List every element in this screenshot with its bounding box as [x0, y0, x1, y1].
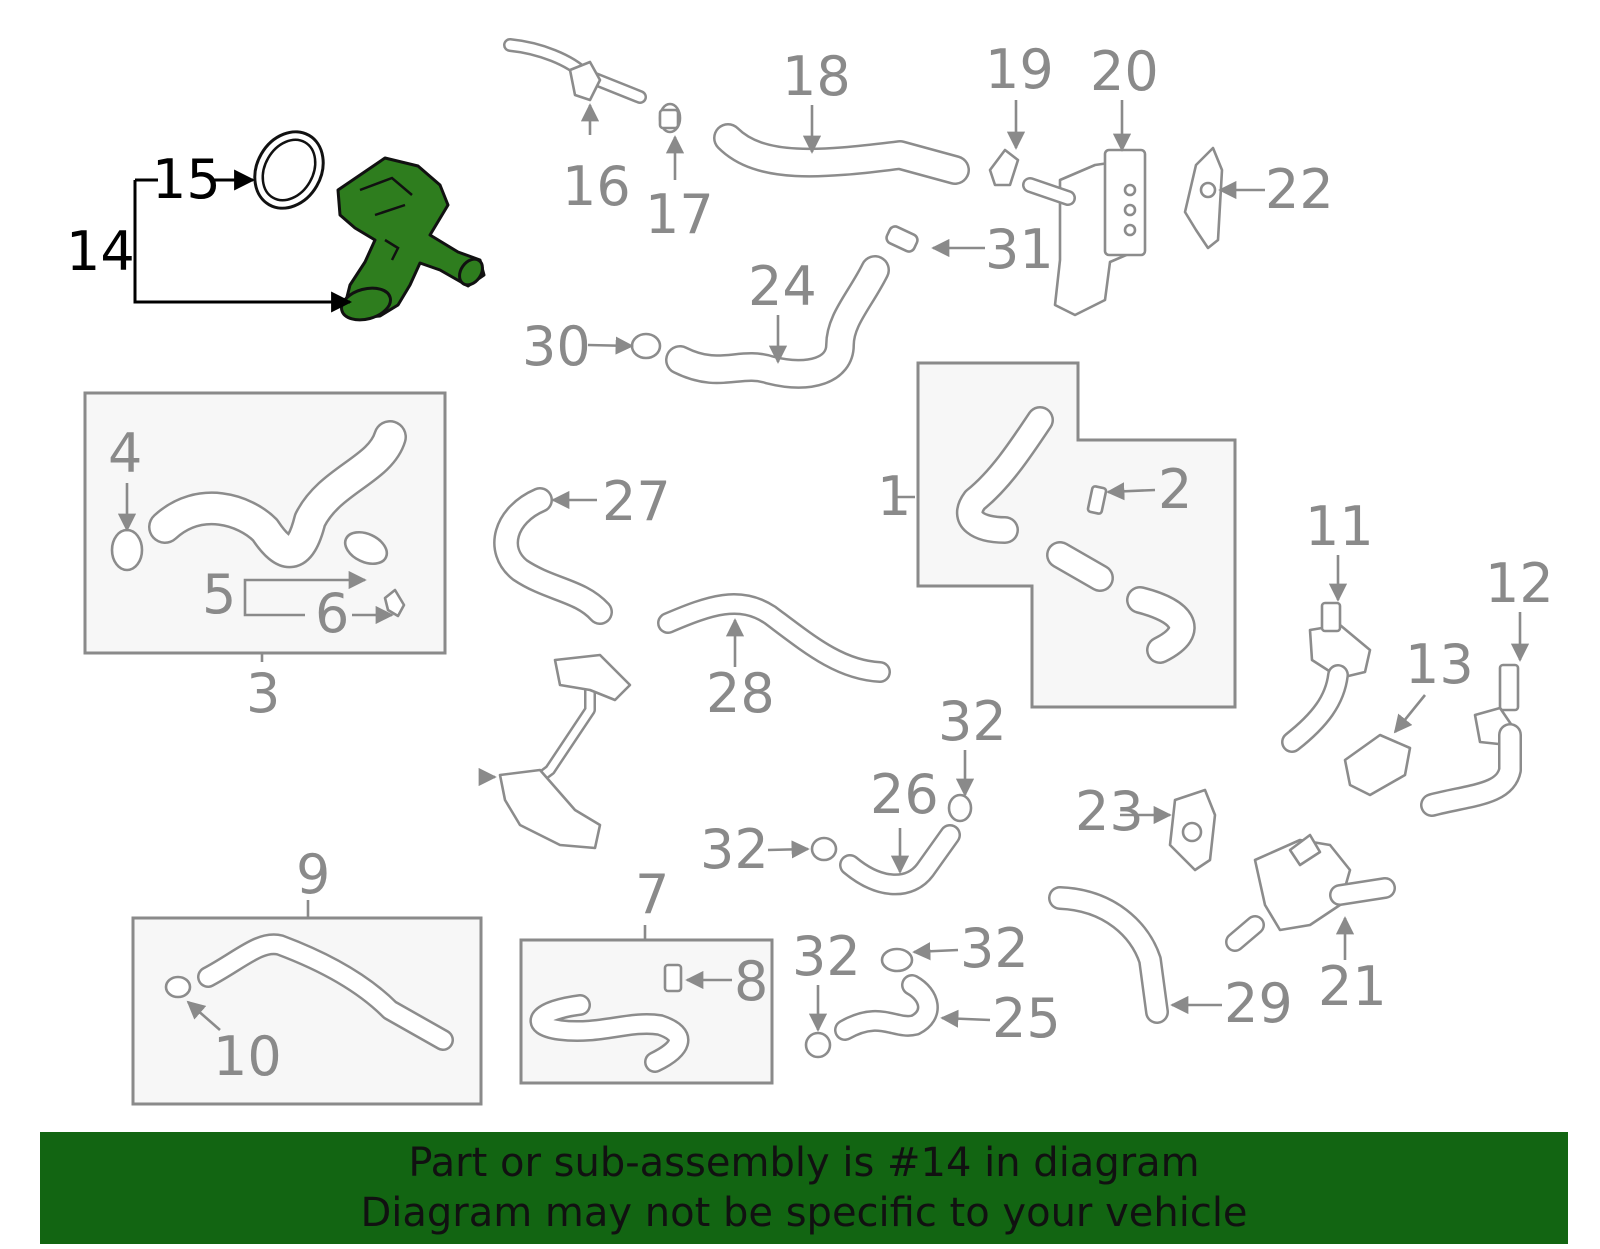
- label-11: 11: [1305, 495, 1374, 558]
- part-14-body: [336, 156, 486, 320]
- label-9: 9: [296, 843, 330, 906]
- label-28: 28: [706, 662, 775, 725]
- part-2-sensor[interactable]: [1086, 485, 1108, 515]
- label-16: 16: [562, 155, 631, 218]
- banner-line-1: Part or sub-assembly is #14 in diagram: [408, 1140, 1200, 1186]
- label-4: 4: [108, 422, 142, 485]
- label-31: 31: [985, 218, 1054, 281]
- label-3: 3: [246, 662, 280, 725]
- part-27-hose[interactable]: [493, 487, 613, 625]
- part-17-clamp[interactable]: [658, 102, 682, 134]
- part-12-pipe[interactable]: [1420, 663, 1522, 817]
- label-32-b: 32: [700, 818, 769, 881]
- label-5: 5: [202, 563, 236, 626]
- label-13: 13: [1405, 633, 1474, 696]
- label-18: 18: [782, 45, 851, 108]
- label-26: 26: [870, 763, 939, 826]
- label-14: 14: [66, 220, 135, 283]
- part-11-pump[interactable]: [1281, 601, 1372, 753]
- part-23-gasket[interactable]: [1168, 788, 1217, 872]
- label-21: 21: [1318, 955, 1387, 1018]
- label-1: 1: [877, 465, 911, 528]
- part-14-thermostat-housing[interactable]: [336, 156, 487, 325]
- part-25-hose[interactable]: [834, 974, 939, 1041]
- label-32-a: 32: [938, 690, 1007, 753]
- banner-line-2: Diagram may not be specific to your vehi…: [360, 1190, 1248, 1236]
- label-23: 23: [1075, 780, 1144, 843]
- part-26-hose[interactable]: [839, 824, 961, 896]
- part-29-hose[interactable]: [1048, 886, 1169, 1024]
- part-32-clamp-a[interactable]: [947, 793, 973, 823]
- part-10-clamp[interactable]: [164, 975, 192, 999]
- part-9-hose[interactable]: [197, 933, 454, 1051]
- part-13-sensor[interactable]: [1343, 733, 1412, 797]
- part-32-clamp-c[interactable]: [880, 947, 914, 973]
- part-8-clip[interactable]: [663, 963, 683, 993]
- label-15: 15: [152, 148, 221, 211]
- part-28-hose[interactable]: [657, 593, 891, 683]
- part-15-o-ring[interactable]: [241, 119, 336, 220]
- label-7: 7: [635, 863, 669, 926]
- label-30: 30: [522, 315, 591, 378]
- label-8: 8: [734, 950, 768, 1013]
- label-20: 20: [1090, 40, 1159, 103]
- label-2: 2: [1158, 458, 1192, 521]
- part-21-housing[interactable]: [1225, 833, 1396, 952]
- part-14-detail: [359, 176, 413, 261]
- part-33-pipe[interactable]: [498, 653, 632, 850]
- box-1: [916, 361, 1237, 709]
- label-29: 29: [1224, 972, 1293, 1035]
- part-30-clamp[interactable]: [630, 332, 662, 360]
- label-10: 10: [213, 1025, 282, 1088]
- label-6: 6: [315, 582, 349, 645]
- label-24: 24: [748, 255, 817, 318]
- part-32-clamp-b[interactable]: [810, 836, 838, 862]
- part-3-hose[interactable]: [148, 420, 407, 569]
- part-1-hose[interactable]: [956, 406, 1196, 664]
- label-19: 19: [985, 38, 1054, 101]
- part-24-hose[interactable]: [665, 255, 890, 389]
- label-17: 17: [645, 183, 714, 246]
- part-7-hose[interactable]: [529, 994, 690, 1073]
- leader-14: [133, 180, 353, 313]
- part-16-pipe[interactable]: [503, 38, 647, 104]
- label-32-d: 32: [792, 925, 861, 988]
- part-20-valve[interactable]: [1022, 148, 1147, 317]
- label-32-c: 32: [960, 917, 1029, 980]
- part-22-gasket[interactable]: [1183, 146, 1224, 250]
- label-27: 27: [602, 470, 671, 533]
- part-5-clamp[interactable]: [340, 526, 392, 570]
- label-25: 25: [992, 987, 1061, 1050]
- label-22: 22: [1265, 158, 1334, 221]
- part-4-clamp[interactable]: [110, 528, 144, 572]
- part-19-fitting[interactable]: [988, 148, 1020, 187]
- part-18-hose[interactable]: [713, 123, 970, 185]
- info-banner: Part or sub-assembly is #14 in diagram D…: [40, 1132, 1568, 1244]
- part-31-clamp[interactable]: [885, 225, 920, 254]
- part-14-port: [458, 257, 484, 287]
- part-32-clamp-d[interactable]: [804, 1031, 832, 1059]
- label-12: 12: [1485, 552, 1554, 615]
